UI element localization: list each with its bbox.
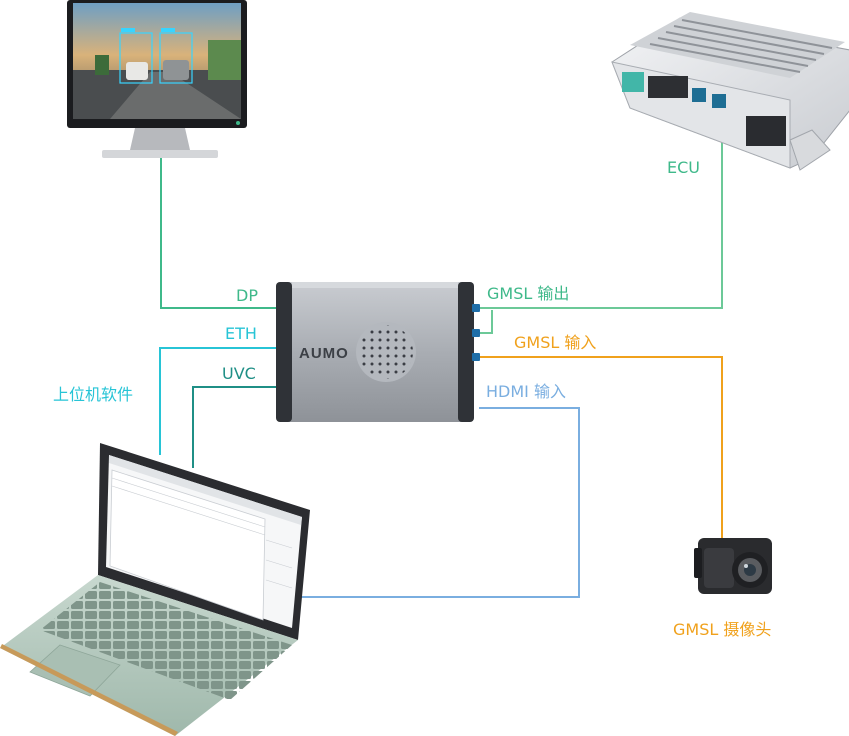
dp-label: DP xyxy=(236,286,258,305)
uvc-label: UVC xyxy=(222,364,256,383)
hdmi-in-label: HDMI 输入 xyxy=(486,382,566,401)
gmsl-out-cable xyxy=(478,122,723,309)
gmsl-camera-label: GMSL 摄像头 xyxy=(673,620,772,639)
aumo-device: AUMO xyxy=(276,282,480,422)
gmsl-in-cable xyxy=(478,356,723,538)
gmsl-out-label: GMSL 输出 xyxy=(487,284,570,303)
dp-cable xyxy=(160,158,287,309)
gmsl-camera-device xyxy=(694,538,772,594)
monitor xyxy=(67,0,247,158)
gmsl-in-label: GMSL 输入 xyxy=(514,333,597,352)
connection-lines xyxy=(159,122,723,598)
host-software-label: 上位机软件 xyxy=(53,385,134,404)
eth-cable xyxy=(159,347,287,455)
gmsl-out-link xyxy=(478,310,493,334)
hdmi-cable xyxy=(300,407,580,598)
device-logo: AUMO xyxy=(299,345,349,362)
ecu-unit xyxy=(611,12,849,171)
laptop xyxy=(0,443,310,736)
ecu-label: ECU xyxy=(667,158,700,177)
uvc-cable xyxy=(192,386,287,468)
eth-label: ETH xyxy=(225,324,257,343)
